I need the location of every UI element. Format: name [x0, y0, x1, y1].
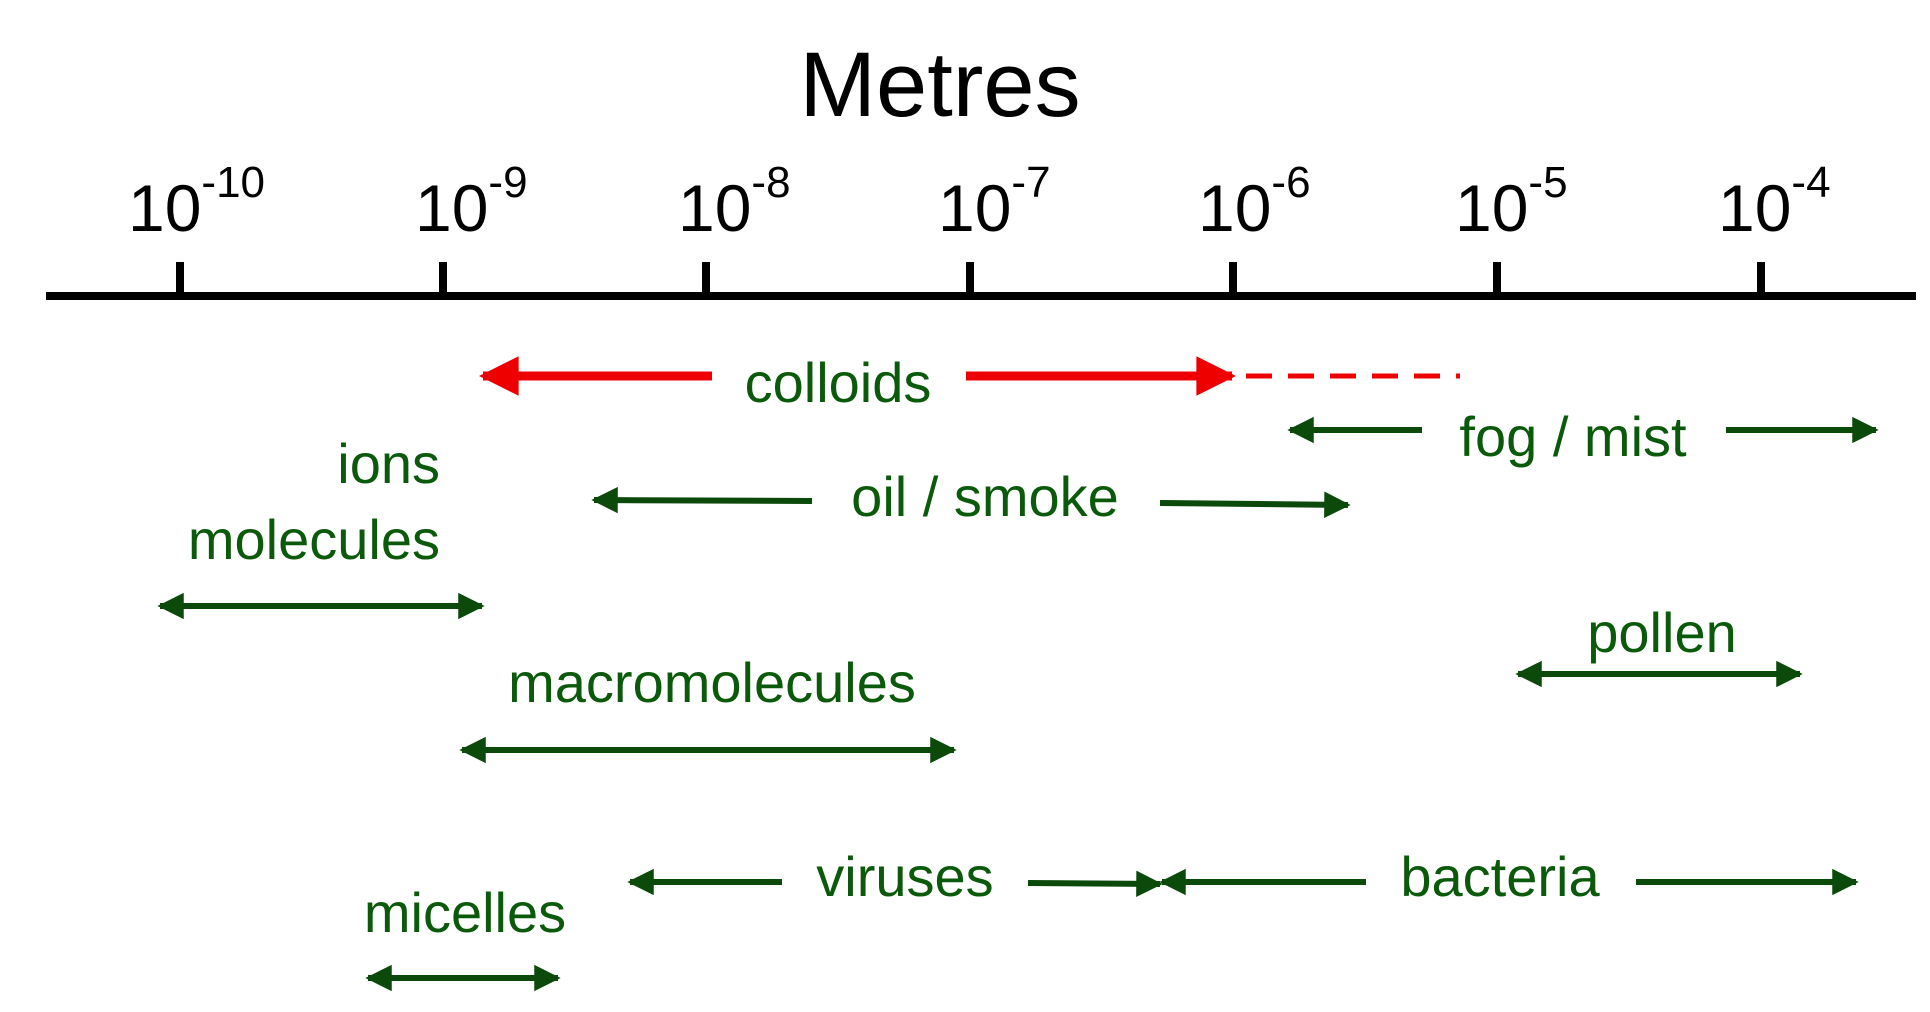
oil-smoke-arrow-right	[1159, 491, 1351, 518]
tick-label: 10-4	[1718, 158, 1831, 245]
range-viruses: viruses	[627, 845, 1163, 908]
axis-tick-labels: 10-10 10-9 10-8 10-7 10-6 10-5 10-4	[128, 158, 1831, 245]
range-macromolecules: macromolecules	[459, 651, 957, 764]
range-pollen: pollen	[1515, 601, 1803, 688]
tick-label: 10-8	[678, 158, 791, 245]
viruses-label: viruses	[816, 845, 993, 908]
oil-smoke-arrow-left	[591, 486, 813, 514]
range-bacteria: bacteria	[1159, 845, 1859, 908]
range-fog-mist: fog / mist	[1287, 405, 1879, 468]
oil-smoke-label: oil / smoke	[851, 465, 1119, 528]
micelles-label: micelles	[364, 881, 566, 944]
ions-label: ions	[337, 432, 440, 495]
fog-mist-label: fog / mist	[1459, 405, 1687, 468]
tick-label: 10-7	[938, 158, 1051, 245]
tick-label: 10-5	[1455, 158, 1568, 245]
diagram-title: Metres	[799, 34, 1080, 136]
tick-label: 10-9	[415, 158, 528, 245]
range-oil-smoke: oil / smoke	[591, 465, 1351, 528]
range-colloids: colloids	[479, 351, 1460, 414]
pollen-label: pollen	[1587, 601, 1736, 664]
tick-label: 10-10	[128, 158, 265, 245]
tick-label: 10-6	[1198, 158, 1311, 245]
viruses-arrow-right	[1027, 870, 1163, 898]
range-ions-molecules: ions molecules	[157, 432, 485, 620]
bacteria-label: bacteria	[1400, 845, 1600, 908]
molecules-label: molecules	[188, 508, 440, 571]
axis-ticks	[176, 262, 1765, 296]
range-micelles: micelles	[364, 881, 566, 992]
macromolecules-label: macromolecules	[508, 651, 916, 714]
colloids-label: colloids	[745, 351, 932, 414]
